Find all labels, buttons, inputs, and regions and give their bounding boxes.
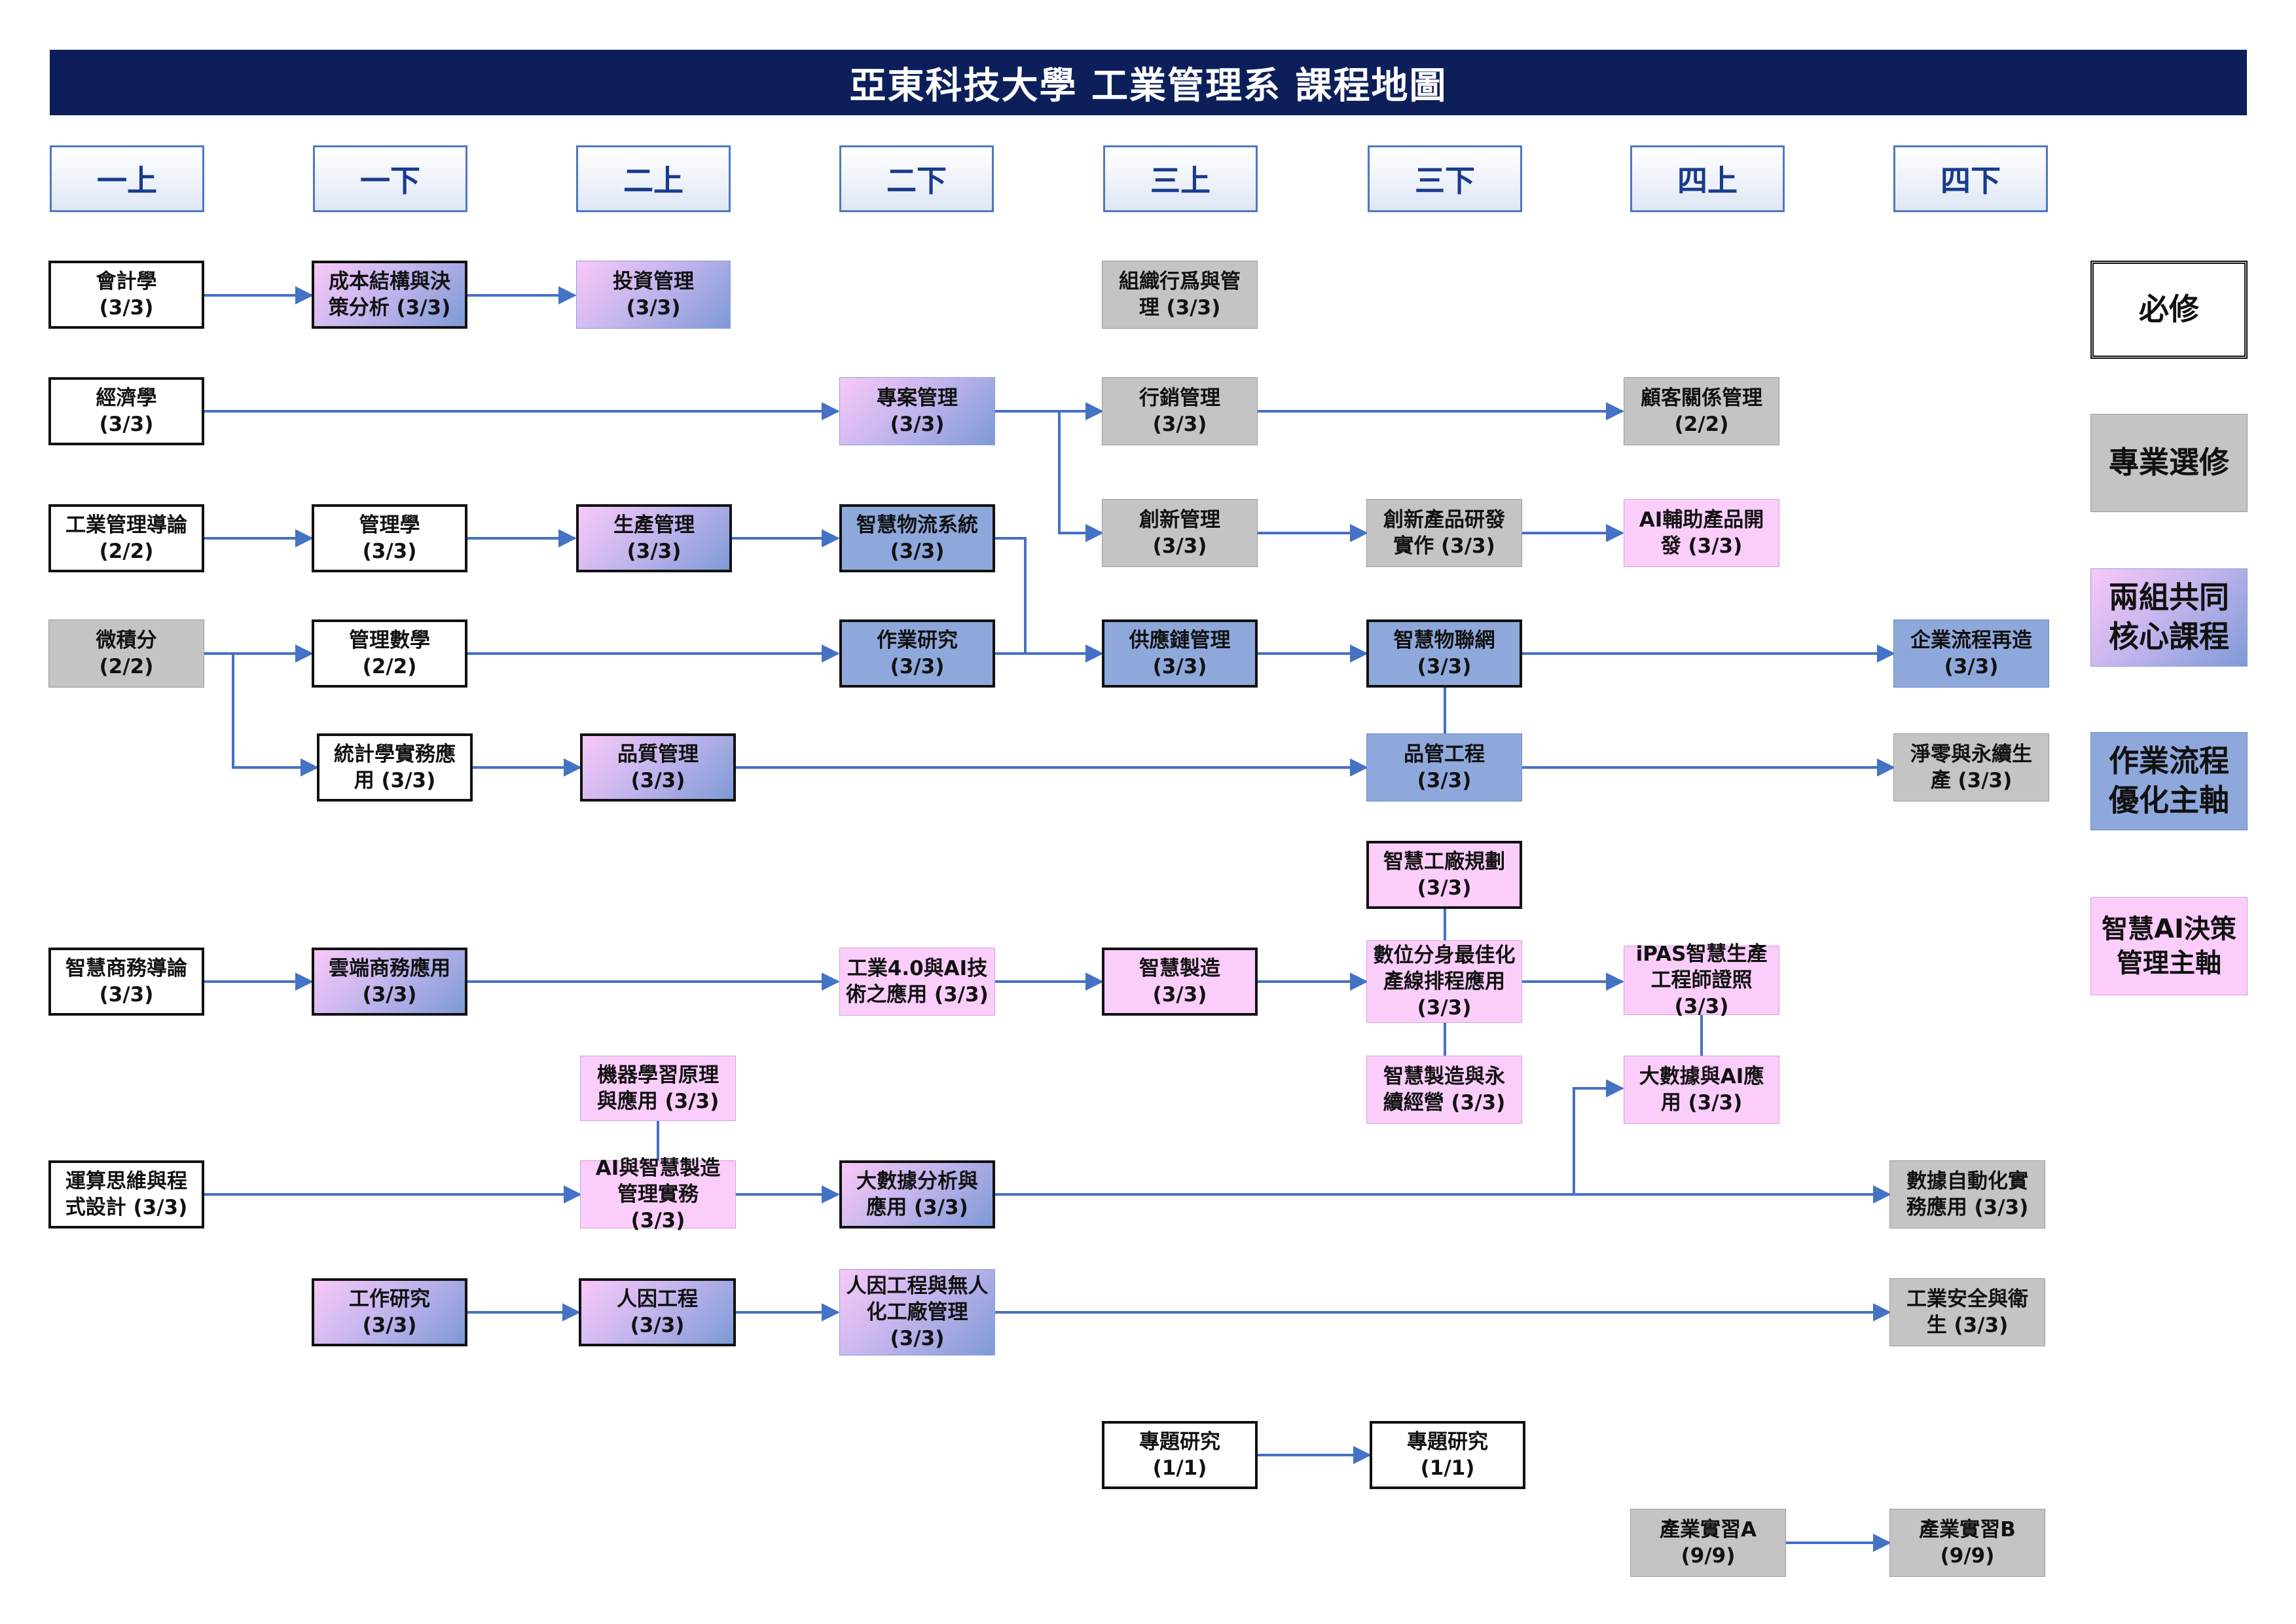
course-box: 品管工程 (3/3) — [1366, 733, 1522, 802]
course-box: 專題研究 (1/1) — [1370, 1421, 1525, 1489]
course-box: 工業安全與衛 生 (3/3) — [1889, 1278, 2045, 1346]
semester-header: 一下 — [313, 145, 467, 212]
course-box: 工業4.0與AI技 術之應用 (3/3) — [839, 948, 995, 1016]
semester-header: 二上 — [576, 145, 731, 212]
semester-header: 二下 — [839, 145, 994, 212]
course-box: 創新管理 (3/3) — [1102, 499, 1258, 567]
course-box: 微積分 (2/2) — [48, 619, 204, 688]
semester-header: 四下 — [1893, 145, 2048, 212]
course-box: 數位分身最佳化 產線排程應用 (3/3) — [1366, 940, 1522, 1023]
legend-required: 必修 — [2090, 261, 2248, 359]
link-c16-c22 — [232, 654, 319, 777]
course-box: iPAS智慧生產 工程師證照 (3/3) — [1624, 942, 1779, 1018]
semester-header: 一上 — [50, 145, 204, 212]
course-box: 雲端商務應用 (3/3) — [312, 948, 467, 1016]
legend-dual-core: 兩組共同 核心課程 — [2090, 568, 2248, 667]
course-box: 淨零與永續生 產 (3/3) — [1893, 733, 2049, 802]
course-box: 智慧製造 (3/3) — [1102, 948, 1258, 1016]
course-box: 經濟學 (3/3) — [48, 377, 204, 445]
course-box: 管理數學 (2/2) — [312, 619, 467, 688]
course-box: 工業管理導論 (2/2) — [48, 504, 204, 572]
course-box: 產業實習A (9/9) — [1630, 1509, 1786, 1577]
course-box: 智慧工廠規劃 (3/3) — [1366, 841, 1522, 909]
course-box: 組織行爲與管 理 (3/3) — [1102, 261, 1258, 329]
course-box: 企業流程再造 (3/3) — [1893, 619, 2049, 688]
course-box: 會計學 (3/3) — [48, 261, 204, 329]
course-box: AI與智慧製造 管理實務 (3/3) — [580, 1156, 736, 1232]
course-box: 品質管理 (3/3) — [580, 733, 736, 802]
link-c6-c13 — [1058, 411, 1104, 542]
course-box: 投資管理 (3/3) — [576, 261, 731, 329]
course-box: 作業研究 (3/3) — [839, 619, 995, 688]
course-box: AI輔助產品開 發 (3/3) — [1624, 499, 1779, 567]
course-box: 大數據分析與 應用 (3/3) — [839, 1160, 995, 1228]
course-box: 供應鏈管理 (3/3) — [1102, 619, 1258, 688]
course-box: 行銷管理 (3/3) — [1102, 377, 1258, 445]
course-box: 智慧製造與永 續經營 (3/3) — [1366, 1056, 1522, 1124]
course-box: 專題研究 (1/1) — [1102, 1421, 1258, 1489]
legend-process-track: 作業流程 優化主軸 — [2090, 732, 2248, 830]
course-box: 產業實習B (9/9) — [1889, 1509, 2045, 1577]
legend-ai-track: 智慧AI決策 管理主軸 — [2090, 897, 2248, 995]
course-box: 專案管理 (3/3) — [839, 377, 995, 445]
semester-header: 三上 — [1103, 145, 1258, 212]
course-box: 人因工程與無人 化工廠管理 (3/3) — [839, 1269, 995, 1356]
course-box: 工作研究 (3/3) — [312, 1278, 467, 1346]
course-box: 智慧物聯網 (3/3) — [1366, 619, 1522, 688]
legend-elective: 專業選修 — [2090, 414, 2248, 512]
course-box: 機器學習原理 與應用 (3/3) — [580, 1056, 736, 1121]
page-title: 亞東科技大學 工業管理系 課程地圖 — [50, 50, 2247, 115]
course-box: 成本結構與決 策分析 (3/3) — [312, 261, 467, 329]
course-box: 智慧物流系統 (3/3) — [839, 504, 995, 572]
course-box: 顧客關係管理 (2/2) — [1624, 377, 1779, 445]
course-box: 智慧商務導論 (3/3) — [48, 948, 204, 1016]
semester-header: 四上 — [1630, 145, 1785, 212]
link-c38-c35 — [1573, 1079, 1624, 1194]
course-box: 大數據與AI應 用 (3/3) — [1624, 1056, 1779, 1124]
course-box: 統計學實務應 用 (3/3) — [317, 733, 473, 802]
course-box: 人因工程 (3/3) — [579, 1278, 736, 1346]
course-box: 生產管理 (3/3) — [576, 504, 732, 572]
link-c12-c19 — [995, 537, 1027, 654]
course-box: 創新產品研發 實作 (3/3) — [1366, 499, 1522, 567]
course-box: 管理學 (3/3) — [312, 504, 467, 572]
course-box: 數據自動化實 務應用 (3/3) — [1889, 1160, 2045, 1228]
semester-header: 三下 — [1368, 145, 1522, 212]
course-box: 運算思維與程 式設計 (3/3) — [48, 1160, 204, 1228]
